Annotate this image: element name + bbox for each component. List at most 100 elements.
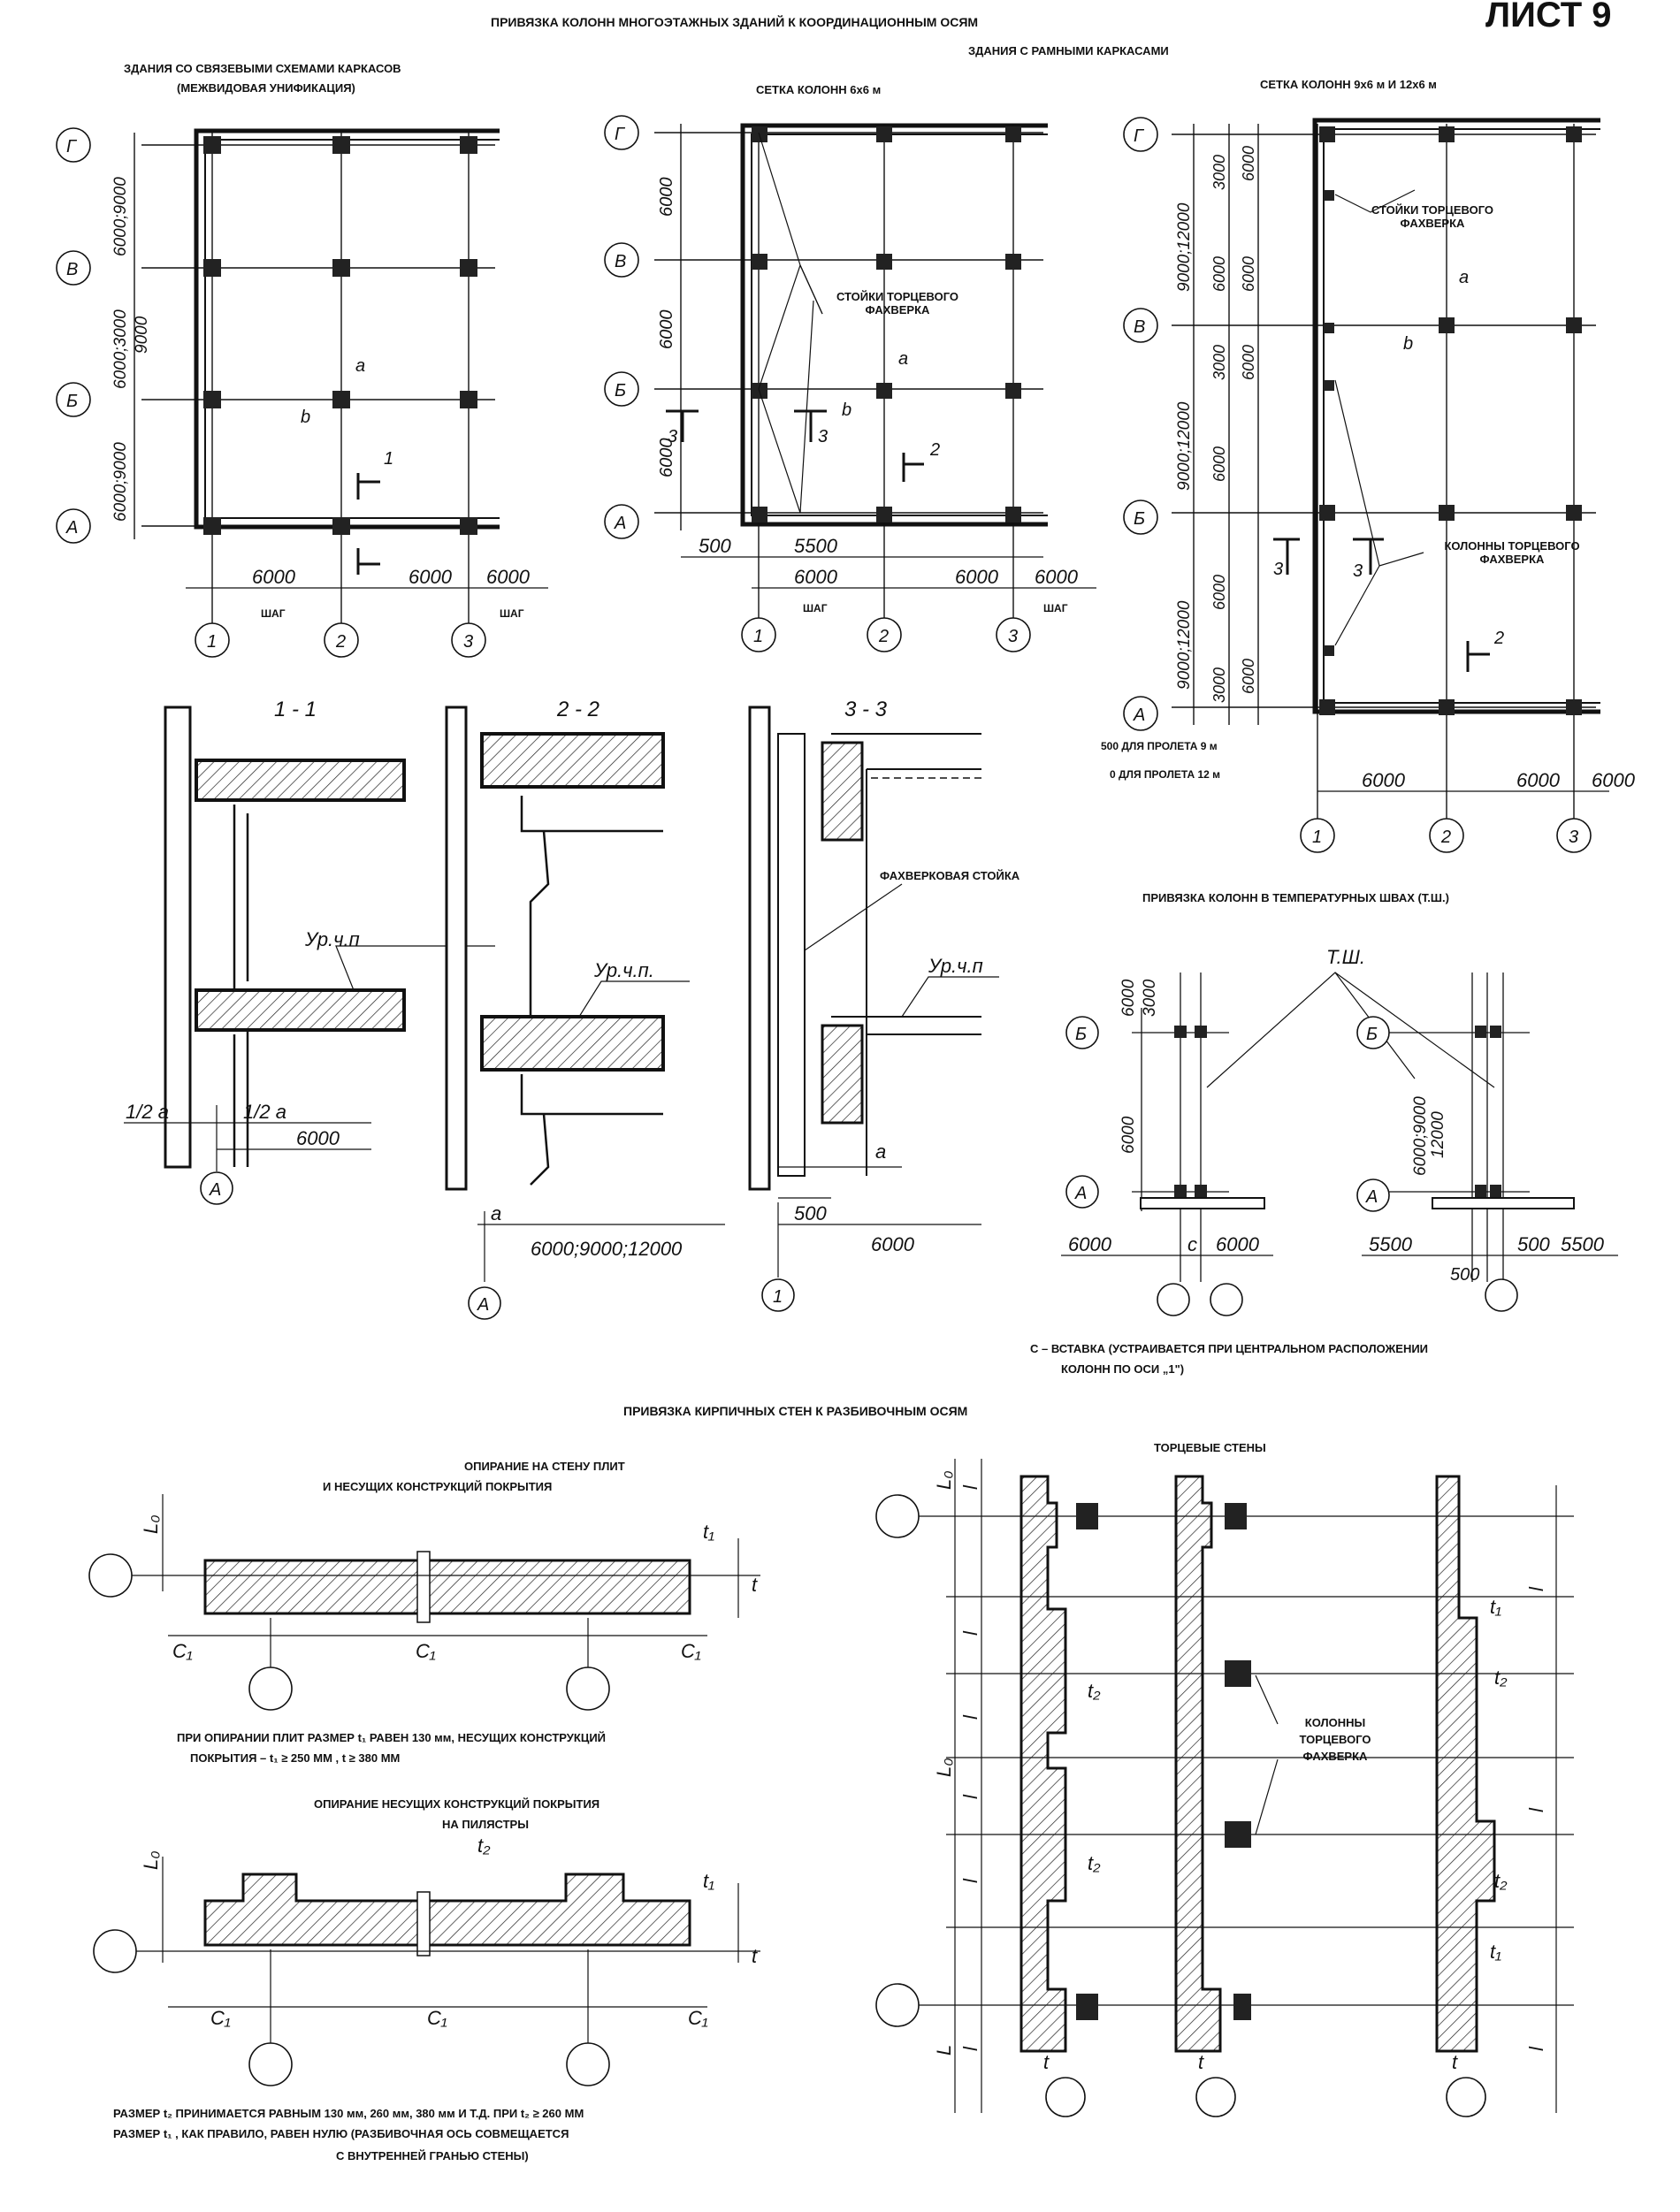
sec11-half-a-left: 1/2 a	[126, 1101, 169, 1123]
dim9-inner-3: 3000	[1210, 345, 1228, 380]
joint-right-h4: 5500	[1561, 1233, 1605, 1255]
dim6-col-3: 6000	[1035, 566, 1079, 588]
brick-support-pilasters: ОПИРАНИЕ НЕСУЩИХ КОНСТРУКЦИЙ ПОКРЫТИЯ НА…	[93, 1797, 760, 2162]
dim-row-2: 6000;3000	[111, 309, 130, 389]
axis6-bubble-3: 3	[1008, 627, 1018, 646]
plan-braced: ЗДАНИЯ СО СВЯЗЕВЫМИ СХЕМАМИ КАРКАСОВ (МЕ…	[56, 62, 548, 658]
plan-9x6-title: СЕТКА КОЛОНН 9x6 м И 12x6 м	[1260, 78, 1437, 91]
dim9-outer-2: 9000;12000	[1175, 401, 1194, 491]
dim9-outer-3: 9000;12000	[1175, 600, 1194, 690]
sec11-dim: 6000	[296, 1127, 340, 1149]
mark-b: b	[301, 408, 310, 427]
joint-right-h3: 500	[1517, 1233, 1550, 1255]
sec33-mark-a: a	[875, 1140, 886, 1163]
pil-t: t	[752, 1945, 758, 1967]
expansion-joints: ПРИВЯЗКА КОЛОНН В ТЕМПЕРАТУРНЫХ ШВАХ (Т.…	[1030, 891, 1618, 1376]
axis-bubble-3: 3	[463, 632, 473, 652]
axis9-bubble-2: 2	[1440, 828, 1451, 847]
sec11-title: 1 - 1	[274, 698, 317, 721]
plan-braced-title-1: ЗДАНИЯ СО СВЯЗЕВЫМИ СХЕМАМИ КАРКАСОВ	[124, 62, 401, 75]
section6-3a: 3	[668, 427, 677, 446]
pil-t1: t₁	[703, 1870, 714, 1892]
joint-left-v2: 3000	[1141, 979, 1159, 1017]
step6-label-1: ШАГ	[803, 602, 828, 614]
ew-l0-top: L₀	[933, 1470, 955, 1490]
ew-r-t1b: t₁	[1490, 1941, 1501, 1963]
axis9-bubble-v: В	[1134, 317, 1145, 337]
dim-row-2b: 9000	[133, 316, 151, 354]
ew-t-1: t	[1043, 2051, 1050, 2073]
dim6-500: 500	[699, 535, 731, 557]
plates-c1-c: C₁	[681, 1640, 701, 1662]
sheet-title: ПРИВЯЗКА КОЛОНН МНОГОЭТАЖНЫХ ЗДАНИЙ К КО…	[491, 14, 978, 29]
joints-note-1: С – ВСТАВКА (УСТРАИВАЕТСЯ ПРИ ЦЕНТРАЛЬНО…	[1030, 1342, 1428, 1355]
axis6-bubble-1: 1	[753, 627, 763, 646]
step-label-1: ШАГ	[261, 607, 286, 620]
joint-left-axis-b: Б	[1075, 1025, 1087, 1044]
dim6-row-3: 6000	[657, 439, 676, 478]
section9-2: 2	[1493, 629, 1504, 648]
joint-left-axis-a: А	[1074, 1184, 1087, 1203]
dim-row-3: 6000;9000	[111, 442, 130, 522]
plates-t: t	[752, 1574, 758, 1596]
dim-col-3: 6000	[486, 566, 531, 588]
dim9-inner-2: 6000	[1210, 256, 1228, 292]
endwalls-callout: КОЛОННЫ ТОРЦЕВОГО ФАХВЕРКА	[1299, 1716, 1371, 1763]
joint-right-v1: 6000;9000	[1411, 1096, 1430, 1176]
mark6-b: b	[842, 400, 851, 420]
section6-2: 2	[929, 440, 940, 460]
dim9-inner-5: 3000	[1210, 667, 1228, 703]
dim6-col-2: 6000	[955, 566, 999, 588]
ew-l0-mid: L₀	[933, 1758, 955, 1777]
pil-t2: t₂	[477, 1834, 491, 1857]
dim-row-1: 6000;9000	[111, 177, 130, 256]
joint-label: Т.Ш.	[1326, 946, 1365, 968]
ew-l-2: l	[959, 1630, 981, 1636]
endwalls-title: ТОРЦЕВЫЕ СТЕНЫ	[1154, 1441, 1266, 1454]
pil-c1-a: C₁	[210, 2007, 231, 2029]
ew-r-1: l	[1525, 1586, 1547, 1591]
brick-title: ПРИВЯЗКА КИРПИЧНЫХ СТЕН К РАЗБИВОЧНЫМ ОС…	[623, 1404, 967, 1418]
joints-note-2: КОЛОНН ПО ОСИ „1")	[1061, 1362, 1184, 1376]
section-3-3: 3 - 3 ФАХВЕРКОВАЯ СТОЙКА Ур.ч.п a 500 60…	[748, 698, 1020, 1312]
sec33-dim: 6000	[871, 1233, 915, 1255]
ew-l-3: l	[959, 1714, 981, 1720]
section-2-2: 2 - 2 Ур.ч.п. a 6000;9000;12000 А	[445, 698, 725, 1320]
frame-header: ЗДАНИЯ С РАМНЫМИ КАРКАСАМИ	[968, 44, 1169, 57]
dim9-inner-4: 6000	[1210, 446, 1228, 482]
axis6-bubble-2: 2	[878, 627, 889, 646]
step-label-2: ШАГ	[500, 607, 524, 620]
axis-bubble-2: 2	[335, 632, 346, 652]
dim9-i6-2: 6000	[1240, 345, 1257, 380]
plan-6x6-title: СЕТКА КОЛОНН 6x6 м	[756, 83, 881, 96]
ew-l-5: l	[959, 1878, 981, 1883]
pil-note-1: РАЗМЕР t₂ ПРИНИМАЕТСЯ РАВНЫМ 130 мм, 260…	[113, 2107, 584, 2120]
sec11-level: Ур.ч.п	[304, 928, 360, 950]
joint-right-axis-a: А	[1365, 1187, 1378, 1207]
dim6-row-2: 6000	[657, 310, 676, 350]
ew-L: L	[933, 2045, 955, 2056]
dim-col-2: 6000	[409, 566, 453, 588]
joint-right-h2: 500	[1450, 1265, 1479, 1285]
axis-bubble-1: 1	[207, 632, 217, 652]
callout-columns: КОЛОННЫ ТОРЦЕВОГО ФАХВЕРКА	[1444, 539, 1580, 566]
ew-r-3: l	[1525, 2046, 1547, 2051]
section9-3a: 3	[1273, 560, 1283, 579]
dim9-col-2: 6000	[1516, 769, 1561, 791]
pil-title-2: НА ПИЛЯСТРЫ	[442, 1818, 529, 1831]
ew-t-2: t	[1198, 2051, 1204, 2073]
axis6-bubble-g: Г	[615, 125, 626, 144]
pil-note-2: РАЗМЕР t₁ , КАК ПРАВИЛО, РАВЕН НУЛЮ (РАЗ…	[113, 2127, 569, 2140]
axis-bubble-g: Г	[66, 137, 78, 156]
pil-title-1: ОПИРАНИЕ НЕСУЩИХ КОНСТРУКЦИЙ ПОКРЫТИЯ	[314, 1797, 599, 1811]
plates-title-1: ОПИРАНИЕ НА СТЕНУ ПЛИТ	[464, 1460, 625, 1473]
ew-r-t2b: t₂	[1494, 1870, 1508, 1892]
axis6-bubble-v: В	[615, 252, 626, 271]
axis-bubble-a: А	[65, 518, 78, 538]
dim9-i6-1: 6000	[1240, 146, 1257, 181]
axis6-bubble-b: Б	[615, 381, 626, 400]
plan-frame-9x6: СЕТКА КОЛОНН 9x6 м И 12x6 м	[1101, 78, 1636, 853]
axis9-bubble-3: 3	[1569, 828, 1578, 847]
axis9-bubble-1: 1	[1312, 828, 1322, 847]
